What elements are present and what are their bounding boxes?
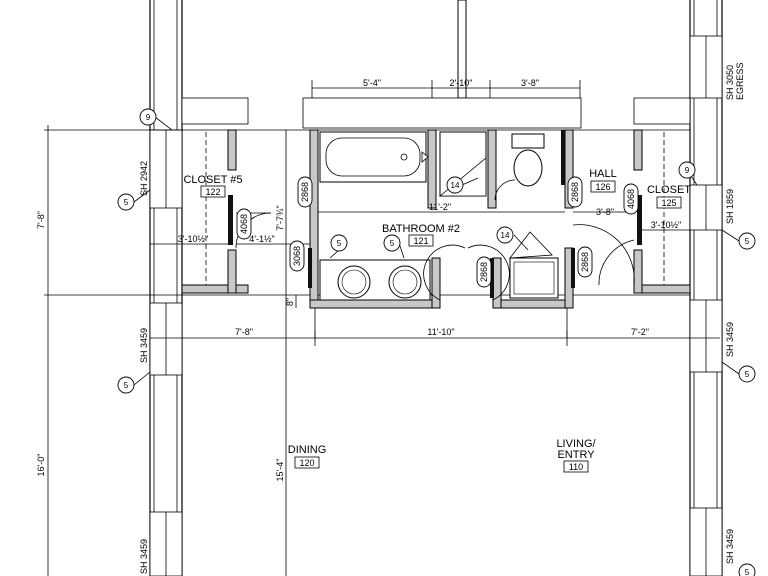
door-tag-d5: 2868	[476, 256, 492, 288]
window-tag-left-low: SH 3459	[139, 539, 149, 574]
linen-cabinet	[509, 231, 559, 299]
room-label-closet-5: CLOSET #5 122	[183, 174, 243, 198]
door-tag-d3: 2868	[567, 176, 583, 208]
door-tag-d7: 4068	[623, 183, 639, 215]
door-tag-label: 2868	[570, 182, 580, 202]
soffit-lines	[181, 97, 691, 296]
window-tag-right-low: SH 3459	[725, 529, 735, 564]
room-name: DINING	[288, 444, 327, 456]
dimension-top-3: 3'-8"	[521, 78, 539, 88]
dimension-wall-seg: 4'-1½"	[249, 234, 274, 244]
keynote-label: 14	[451, 181, 460, 190]
dimension-row-right: 7'-2"	[631, 327, 649, 337]
door-tag-label: 3068	[292, 246, 302, 266]
keynote-5-a: 5	[117, 193, 135, 211]
interior-walls	[181, 129, 691, 309]
keynote-label: 5	[390, 239, 395, 248]
window-tag-top-right-egress: EGRESS	[735, 62, 745, 100]
door-tag-d6: 2868	[577, 246, 593, 278]
room-name: CLOSET	[647, 184, 691, 196]
room-number: 120	[299, 458, 314, 468]
keynote-5-d: 5	[383, 234, 401, 252]
door-tag-d2: 4068	[236, 208, 252, 240]
dimension-row-mid: 11'-10"	[427, 327, 454, 337]
room-name-line1: LIVING/	[556, 438, 596, 450]
vanity	[319, 259, 431, 301]
room-name: CLOSET #5	[183, 174, 242, 186]
door-swings	[235, 179, 635, 301]
room-label-living-entry: LIVING/ ENTRY 110	[556, 438, 597, 473]
keynote-label: 5	[745, 568, 750, 576]
dimension-lines	[44, 80, 720, 576]
window-tag-top-right: SH 3050	[725, 65, 735, 100]
room-number: 126	[595, 182, 610, 192]
door-tag-d1: 2868	[297, 176, 313, 208]
keynote-9-a: 9	[139, 108, 157, 126]
room-label-hall: HALL 126	[589, 168, 617, 193]
door-tag-label: 2868	[479, 262, 489, 282]
dimension-top-2: 2'-10"	[450, 78, 473, 88]
door-tag-label: 4068	[239, 214, 249, 234]
keynote-label: 5	[745, 370, 750, 379]
keynote-label: 5	[124, 381, 129, 390]
keynote-14-a: 14	[446, 176, 464, 194]
keynote-label: 5	[337, 239, 342, 248]
room-number: 125	[661, 198, 676, 208]
room-name: BATHROOM #2	[382, 223, 460, 235]
dimension-bath-width: 11'-2"	[429, 202, 451, 212]
keynote-9-b: 9	[678, 161, 696, 179]
door-tag-label: 2868	[300, 182, 310, 202]
dimension-lower-left-vertical: 16'-0"	[36, 454, 46, 477]
keynote-5-g: 5	[738, 563, 756, 576]
keynote-label: 9	[685, 166, 690, 175]
keynote-5-c: 5	[330, 234, 348, 252]
dimension-top-1: 5'-4"	[363, 78, 381, 88]
closet-shelf-lines	[205, 132, 665, 285]
room-number: 110	[569, 462, 583, 472]
dimension-left-vertical: 7'-8"	[36, 211, 46, 229]
dimension-hall-width: 3'-8"	[596, 207, 614, 217]
dimension-closet-right: 3'-10½"	[651, 220, 681, 230]
room-name-line2: ENTRY	[557, 449, 595, 461]
room-label-bathroom-2: BATHROOM #2 121	[382, 223, 460, 247]
keynote-5-f: 5	[738, 365, 756, 383]
door-tag-label: 2868	[580, 252, 590, 272]
keynote-14-b: 14	[496, 226, 514, 244]
room-number: 122	[205, 187, 220, 197]
room-number: 121	[413, 236, 428, 246]
keynote-label: 14	[501, 231, 510, 240]
window-tag-right-upper: SH 1859	[725, 189, 735, 224]
dimension-dining-vertical: 15'-4"	[275, 459, 285, 482]
door-tag-label: 4068	[626, 189, 636, 209]
toilet	[511, 133, 545, 187]
keynote-5-e: 5	[738, 232, 756, 250]
keynote-label: 5	[124, 198, 129, 207]
keynote-label: 9	[146, 113, 151, 122]
keynote-5-b: 5	[117, 376, 135, 394]
dimension-bath-vertical: 7'-7¾"	[275, 205, 285, 230]
door-tag-d4: 3068	[289, 240, 305, 272]
dimension-small-vertical: 8"	[285, 298, 295, 306]
dimension-row-left: 7'-8"	[235, 327, 253, 337]
window-tag-left-mid: SH 3459	[139, 328, 149, 363]
room-label-dining: DINING 120	[288, 444, 327, 469]
keynote-label: 5	[745, 237, 750, 246]
room-label-closet: CLOSET 125	[647, 184, 691, 209]
dimension-closet-left: 3'-10½"	[178, 234, 208, 244]
window-tag-left-upper: SH 2942	[139, 161, 149, 196]
window-tag-right-mid: SH 3459	[725, 322, 735, 357]
room-name: HALL	[589, 168, 617, 180]
bathtub	[319, 131, 429, 183]
exterior-wall-left	[149, 0, 183, 576]
exterior-wall-right	[689, 0, 723, 576]
